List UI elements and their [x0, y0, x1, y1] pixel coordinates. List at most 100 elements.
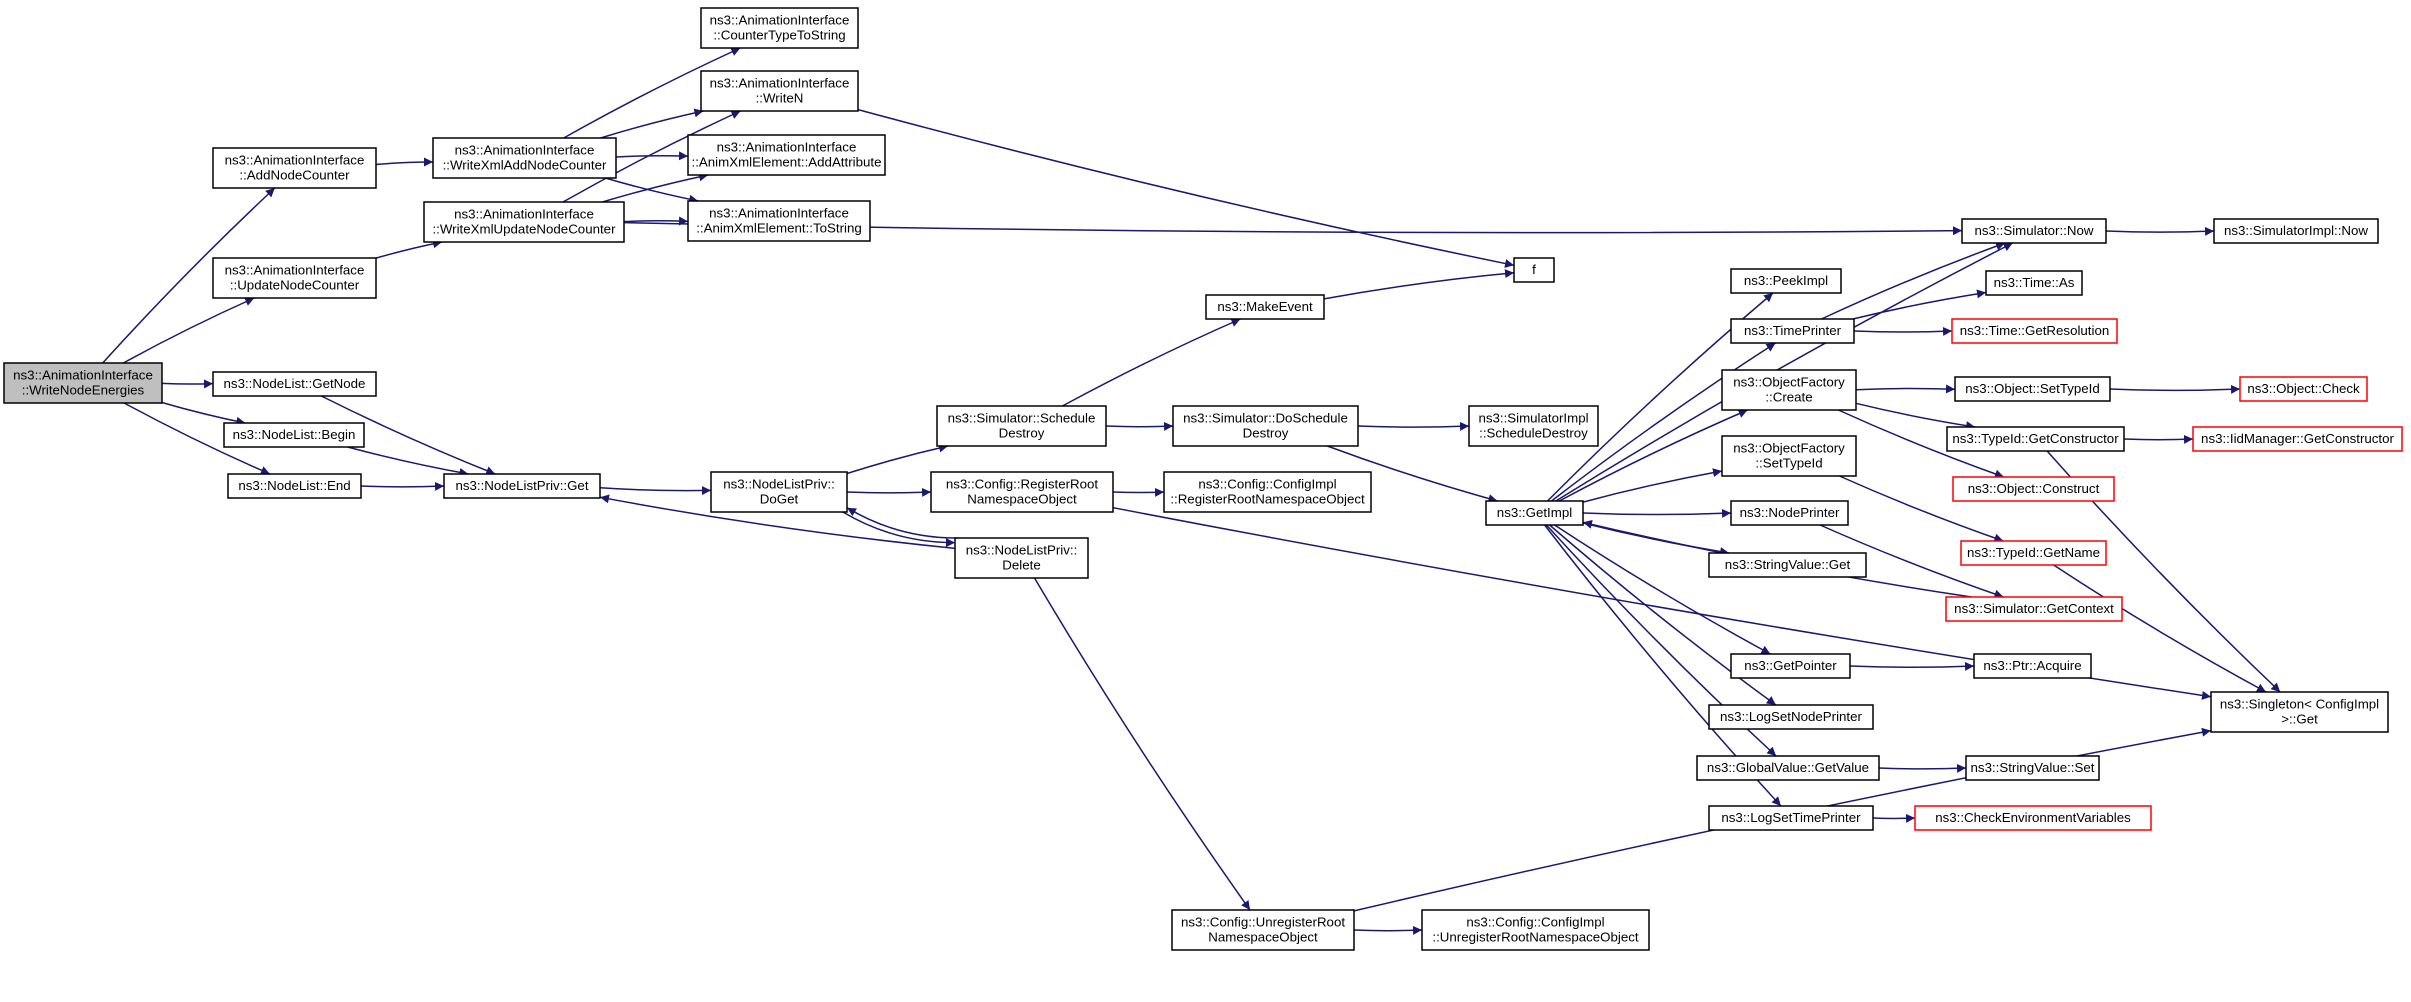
- edge-object-factory-create-to-object-set-type-id: [1855, 384, 1956, 394]
- node-sim-schedule-destroy[interactable]: ns3::Simulator::ScheduleDestroy: [936, 405, 1107, 447]
- node-get-impl[interactable]: ns3::GetImpl: [1485, 500, 1584, 526]
- node-string-value-get[interactable]: ns3::StringValue::Get: [1708, 552, 1867, 578]
- node-box: [954, 537, 1089, 579]
- node-f[interactable]: f: [1513, 257, 1555, 283]
- node-write-n[interactable]: ns3::AnimationInterface::WriteN: [700, 70, 859, 112]
- edge-write-xml-add-node-counter-to-add-attribute: [615, 151, 689, 161]
- node-object-factory-set-type-id[interactable]: ns3::ObjectFactory::SetTypeId: [1721, 435, 1857, 477]
- node-time-as[interactable]: ns3::Time::As: [1985, 270, 2083, 296]
- node-box: [432, 137, 617, 179]
- node-label: ns3::NodeList::Begin: [233, 427, 356, 442]
- node-label: ns3::TimePrinter: [1744, 323, 1842, 338]
- node-label: ns3::Time::GetResolution: [1960, 323, 2110, 338]
- node-label: ns3::MakeEvent: [1217, 299, 1313, 314]
- node-label: ns3::NodePrinter: [1740, 505, 1840, 520]
- node-label: ns3::Config::ConfigImpl: [1466, 915, 1604, 930]
- node-label: DoGet: [760, 492, 799, 507]
- node-label: ns3::Simulator::GetContext: [1954, 601, 2114, 616]
- node-config-unregister-root[interactable]: ns3::Config::UnregisterRootNamespaceObje…: [1171, 909, 1355, 951]
- node-sim-now[interactable]: ns3::Simulator::Now: [1961, 218, 2107, 244]
- node-to-string[interactable]: ns3::AnimationInterface::AnimXmlElement:…: [687, 200, 871, 242]
- node-write-xml-update-node-counter[interactable]: ns3::AnimationInterface::WriteXmlUpdateN…: [423, 201, 625, 243]
- edge-root-to-update-node-counter: [122, 297, 255, 364]
- node-config-impl-register[interactable]: ns3::Config::ConfigImpl::RegisterRootNam…: [1163, 471, 1372, 513]
- node-label: ns3::Simulator::DoSchedule: [1183, 411, 1348, 426]
- node-check-env-vars[interactable]: ns3::CheckEnvironmentVariables: [1914, 805, 2152, 831]
- node-config-register-root[interactable]: ns3::Config::RegisterRootNamespaceObject: [930, 471, 1114, 513]
- edge-root-to-node-list-end: [123, 402, 271, 475]
- node-label: ns3::AnimationInterface: [225, 153, 365, 168]
- node-time-printer[interactable]: ns3::TimePrinter: [1730, 318, 1855, 344]
- edge-object-set-type-id-to-object-check: [2109, 384, 2241, 394]
- node-label: ns3::GetPointer: [1744, 658, 1837, 673]
- node-box: [1730, 653, 1851, 679]
- node-type-id-get-name[interactable]: ns3::TypeId::GetName: [1960, 540, 2107, 566]
- node-label: ns3::ObjectFactory: [1733, 375, 1845, 390]
- node-node-printer[interactable]: ns3::NodePrinter: [1730, 500, 1849, 526]
- node-type-id-get-constructor[interactable]: ns3::TypeId::GetConstructor: [1946, 426, 2125, 452]
- node-box: [936, 405, 1107, 447]
- edge-node-list-priv-do-get-to-config-register-root: [846, 487, 932, 497]
- node-singleton-get[interactable]: ns3::Singleton< ConfigImpl >::Get: [2210, 691, 2389, 733]
- node-label: ns3::StringValue::Set: [1971, 760, 2095, 775]
- node-object-check[interactable]: ns3::Object::Check: [2239, 376, 2368, 402]
- node-node-list-get-node[interactable]: ns3::NodeList::GetNode: [212, 371, 377, 397]
- node-time-get-resolution[interactable]: ns3::Time::GetResolution: [1951, 318, 2118, 344]
- node-label: ns3::GlobalValue::GetValue: [1707, 760, 1869, 775]
- node-box: [3, 362, 163, 404]
- node-label: ::SetTypeId: [1755, 456, 1822, 471]
- node-string-value-set[interactable]: ns3::StringValue::Set: [1965, 755, 2100, 781]
- node-update-node-counter[interactable]: ns3::AnimationInterface::UpdateNodeCount…: [212, 257, 377, 299]
- edge-get-impl-to-time-printer: [1551, 342, 1776, 502]
- node-object-factory-create[interactable]: ns3::ObjectFactory::Create: [1721, 369, 1857, 411]
- node-label: ns3::Singleton< ConfigImpl: [2220, 697, 2379, 712]
- node-label: ns3::StringValue::Get: [1725, 557, 1851, 572]
- node-write-xml-add-node-counter[interactable]: ns3::AnimationInterface::WriteXmlAddNode…: [432, 137, 617, 179]
- node-root[interactable]: ns3::AnimationInterface::WriteNodeEnergi…: [3, 362, 163, 404]
- node-box: [212, 371, 377, 397]
- node-box: [1945, 596, 2123, 622]
- node-log-set-time-printer[interactable]: ns3::LogSetTimePrinter: [1708, 805, 1874, 831]
- edge-get-impl-to-object-factory-create: [1558, 409, 1748, 502]
- node-config-impl-unregister[interactable]: ns3::Config::ConfigImpl::UnregisterRootN…: [1421, 909, 1650, 951]
- node-node-list-begin[interactable]: ns3::NodeList::Begin: [223, 422, 365, 448]
- node-label: ns3::AnimationInterface: [13, 368, 153, 383]
- node-box: [1965, 755, 2100, 781]
- edge-config-unregister-root-to-config-impl-unregister: [1353, 925, 1423, 935]
- node-node-list-priv-get[interactable]: ns3::NodeListPriv::Get: [443, 473, 601, 499]
- node-object-construct[interactable]: ns3::Object::Construct: [1952, 476, 2115, 502]
- edge-make-event-to-f: [1323, 269, 1515, 300]
- node-node-list-priv-do-get[interactable]: ns3::NodeListPriv::DoGet: [710, 471, 848, 513]
- edge-time-printer-to-sim-now: [1821, 241, 2006, 320]
- node-object-set-type-id[interactable]: ns3::Object::SetTypeId: [1954, 376, 2111, 402]
- node-ptr-acquire[interactable]: ns3::Ptr::Acquire: [1973, 653, 2092, 679]
- node-iid-manager-get-constructor[interactable]: ns3::IidManager::GetConstructor: [2192, 426, 2403, 452]
- node-node-list-priv-delete[interactable]: ns3::NodeListPriv::Delete: [954, 537, 1089, 579]
- edge-node-list-priv-do-get-to-sim-schedule-destroy: [846, 443, 949, 475]
- edge-node-list-priv-get-to-node-list-priv-do-get: [599, 486, 712, 496]
- node-sim-impl-now[interactable]: ns3::SimulatorImpl::Now: [2213, 218, 2379, 244]
- node-global-value-get-value[interactable]: ns3::GlobalValue::GetValue: [1696, 755, 1880, 781]
- node-add-node-counter[interactable]: ns3::AnimationInterface::AddNodeCounter: [212, 147, 377, 189]
- node-sim-get-context[interactable]: ns3::Simulator::GetContext: [1945, 596, 2123, 622]
- node-log-set-node-printer[interactable]: ns3::LogSetNodePrinter: [1708, 704, 1874, 730]
- node-label: ns3::ObjectFactory: [1733, 441, 1845, 456]
- node-node-list-end[interactable]: ns3::NodeList::End: [227, 473, 362, 499]
- node-get-pointer[interactable]: ns3::GetPointer: [1730, 653, 1851, 679]
- node-counter-type-to-string[interactable]: ns3::AnimationInterface::CounterTypeToSt…: [700, 7, 859, 49]
- edge-get-impl-to-log-set-node-printer: [1549, 524, 1777, 706]
- node-label: ::RegisterRootNamespaceObject: [1170, 492, 1365, 507]
- node-label: ns3::TypeId::GetName: [1967, 545, 2100, 560]
- node-add-attribute[interactable]: ns3::AnimationInterface::AnimXmlElement:…: [687, 134, 886, 176]
- edge-sim-do-schedule-destroy-to-sim-impl-schedule-destroy: [1357, 421, 1470, 431]
- node-sim-impl-schedule-destroy[interactable]: ns3::SimulatorImpl::ScheduleDestroy: [1468, 405, 1599, 447]
- node-box: [1485, 500, 1584, 526]
- node-box: [2213, 218, 2379, 244]
- node-label: ::UnregisterRootNamespaceObject: [1432, 930, 1638, 945]
- node-box: [1961, 218, 2107, 244]
- node-make-event[interactable]: ns3::MakeEvent: [1205, 294, 1325, 320]
- node-box: [1163, 471, 1372, 513]
- node-peek-impl[interactable]: ns3::PeekImpl: [1730, 268, 1842, 294]
- node-label: ns3::NodeListPriv::Get: [455, 478, 588, 493]
